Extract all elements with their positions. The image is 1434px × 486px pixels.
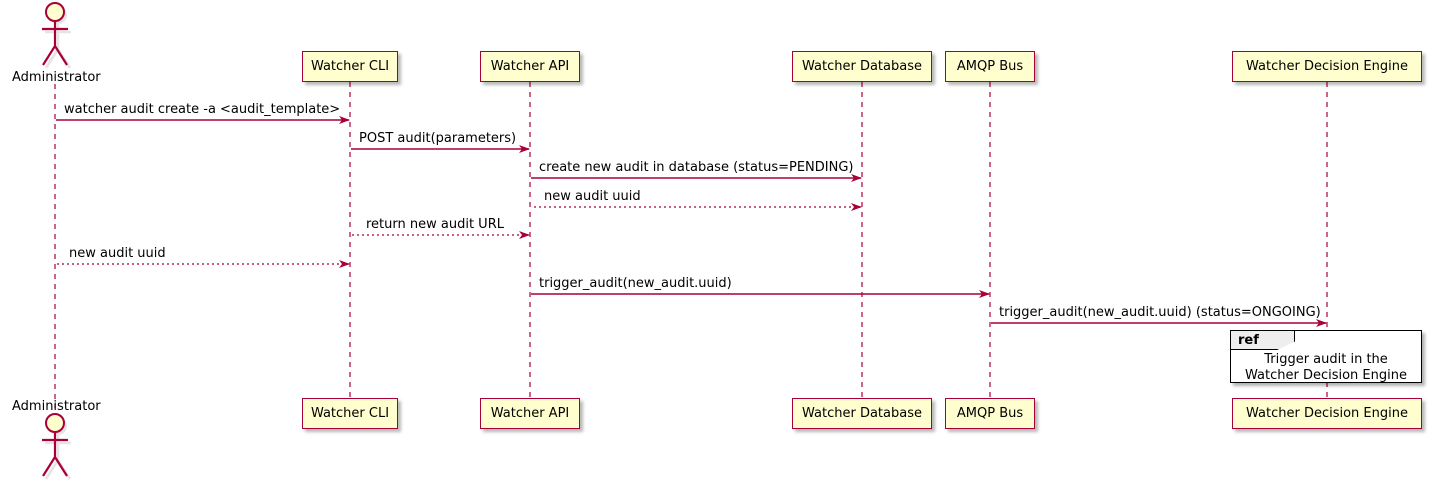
message-label-m8: trigger_audit(new_audit.uuid) (status=ON… — [999, 305, 1321, 320]
participant-box-watcher-decision-engine-bottom[interactable]: Watcher Decision Engine — [1232, 398, 1422, 429]
participant-label-watcher-database-bottom: Watcher Database — [802, 406, 922, 421]
participant-box-watcher-api-top[interactable]: Watcher API — [480, 51, 580, 82]
actor-figures-group — [42, 2, 72, 480]
actor-figure-administrator-bottom — [42, 413, 72, 480]
message-label-m7: trigger_audit(new_audit.uuid) — [539, 276, 732, 291]
participant-box-amqp-bus-bottom[interactable]: AMQP Bus — [945, 398, 1035, 429]
participant-label-administrator-top: Administrator — [12, 70, 101, 85]
participant-box-watcher-database-bottom[interactable]: Watcher Database — [792, 398, 932, 429]
participant-box-watcher-cli-bottom[interactable]: Watcher CLI — [302, 398, 398, 429]
participant-label-watcher-api-bottom: Watcher API — [490, 406, 570, 421]
message-label-m6: new audit uuid — [69, 246, 166, 261]
participant-box-watcher-api-bottom[interactable]: Watcher API — [480, 398, 580, 429]
participant-label-watcher-decision-engine-top: Watcher Decision Engine — [1246, 59, 1408, 74]
actor-body-shadow — [44, 435, 72, 480]
message-label-m1: watcher audit create -a <audit_template> — [64, 102, 341, 117]
participant-label-watcher-cli-bottom: Watcher CLI — [310, 406, 390, 421]
participant-label-amqp-bus-bottom: AMQP Bus — [956, 406, 1024, 421]
actor-body — [42, 21, 68, 66]
participant-label-watcher-decision-engine-bottom: Watcher Decision Engine — [1246, 406, 1408, 421]
ref-fragment-tab-label: ref — [1231, 331, 1295, 350]
actor-head — [45, 413, 65, 433]
ref-fragment-line: Trigger audit in the — [1264, 352, 1388, 367]
participant-label-administrator-bottom: Administrator — [12, 399, 101, 414]
lifelines-group — [54, 82, 1328, 408]
participant-label-watcher-database-top: Watcher Database — [802, 59, 922, 74]
participant-box-watcher-decision-engine-top[interactable]: Watcher Decision Engine — [1232, 51, 1422, 82]
actor-body-shadow — [44, 24, 72, 69]
participant-label-watcher-api-top: Watcher API — [490, 59, 570, 74]
participant-box-amqp-bus-top[interactable]: AMQP Bus — [945, 51, 1035, 82]
message-arrows-group — [56, 116, 1327, 327]
participant-box-watcher-cli-top[interactable]: Watcher CLI — [302, 51, 398, 82]
message-label-m2: POST audit(parameters) — [359, 131, 517, 146]
participant-label-watcher-cli-top: Watcher CLI — [310, 59, 390, 74]
actor-body — [42, 432, 68, 477]
message-label-m3: create new audit in database (status=PEN… — [539, 160, 854, 175]
participant-box-watcher-database-top[interactable]: Watcher Database — [792, 51, 932, 82]
actor-head — [45, 2, 65, 22]
message-label-m5: return new audit URL — [366, 217, 504, 232]
actor-figure-administrator-top — [42, 2, 72, 69]
participant-label-amqp-bus-top: AMQP Bus — [956, 59, 1024, 74]
message-label-m4: new audit uuid — [544, 189, 641, 204]
ref-fragment-line: Watcher Decision Engine — [1245, 368, 1407, 383]
